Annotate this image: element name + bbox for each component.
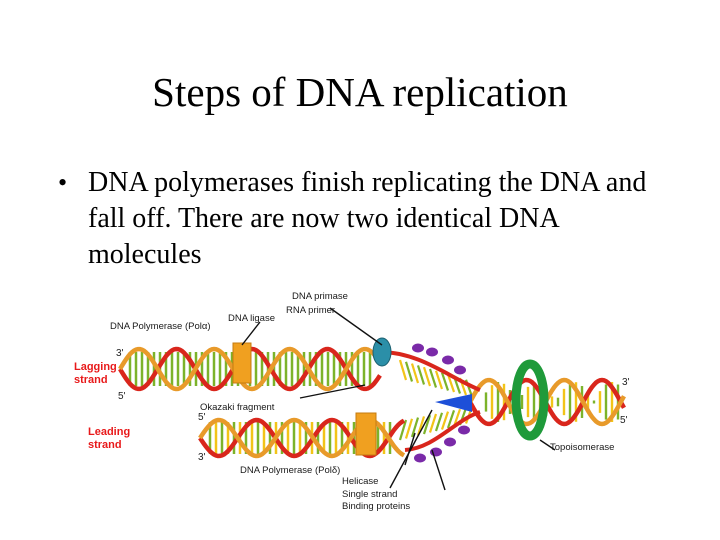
ssb-protein <box>444 437 456 447</box>
dna-replication-diagram: DNA primase RNA primer DNA ligase DNA Po… <box>60 290 640 518</box>
base-pair <box>440 411 450 430</box>
dna-primase-icon <box>372 337 392 367</box>
label-rna-primer: RNA primer <box>286 305 335 316</box>
base-pair <box>434 412 444 432</box>
label-dna-ligase: DNA ligase <box>228 313 275 324</box>
base-pair <box>416 416 426 436</box>
base-pair <box>422 414 432 435</box>
base-pair <box>398 419 408 441</box>
base-pair <box>416 365 426 385</box>
slide-title: Steps of DNA replication <box>152 69 568 115</box>
ssb-protein <box>458 425 470 435</box>
label-dna-polymerase-bottom: DNA Polymerase (Polδ) <box>240 465 340 476</box>
label-topoisomerase: Topoisomerase <box>550 442 614 453</box>
base-pair <box>434 370 444 390</box>
bullet-marker: • <box>58 168 68 197</box>
label-ssb-line2: Binding proteins <box>342 501 410 512</box>
end-lag-top-left: 3' <box>116 348 124 359</box>
label-okazaki-fragment: Okazaki fragment <box>200 402 275 413</box>
base-pair <box>410 363 420 384</box>
label-dna-primase: DNA primase <box>292 291 348 302</box>
base-pair <box>404 418 414 439</box>
ssb-protein <box>430 447 442 457</box>
label-lagging-line1: Lagging <box>74 361 117 373</box>
bullet-text: DNA polymerases finish replicating the D… <box>88 167 647 270</box>
base-pair <box>428 413 438 433</box>
base-pair <box>446 410 456 429</box>
label-leading-line2: strand <box>88 439 122 451</box>
base-pair <box>428 368 438 388</box>
dna-polymerase-leading <box>355 412 377 456</box>
fork-strand-top <box>379 350 481 392</box>
end-lag-bottom-left: 5' <box>118 391 126 402</box>
label-helicase: Helicase <box>342 476 378 487</box>
ssb-protein <box>414 453 426 463</box>
dna-backbone <box>118 346 382 392</box>
helicase-icon <box>435 394 472 412</box>
base-pair <box>446 374 456 393</box>
label-dna-polymerase-top: DNA Polymerase (Polα) <box>110 321 211 332</box>
end-lead-top-left: 5' <box>198 412 206 423</box>
label-leading-line1: Leading <box>88 426 130 438</box>
fork-strand-bottom <box>404 410 481 452</box>
diagram-canvas: DNA primase RNA primer DNA ligase DNA Po… <box>74 291 630 512</box>
ssb-protein <box>412 343 424 353</box>
dna-backbone <box>198 417 406 459</box>
pointer-lines <box>241 307 556 491</box>
label-ssb-line1: Single strand <box>342 489 397 500</box>
base-pair <box>422 366 432 387</box>
end-lead-bottom-left: 3' <box>198 452 206 463</box>
base-pair <box>404 361 414 382</box>
base-pair <box>398 359 408 381</box>
base-pair <box>410 417 420 438</box>
ssb-protein <box>454 365 466 375</box>
topoisomerase-ring <box>511 359 549 441</box>
ssb-protein <box>442 355 454 365</box>
end-right-top: 3' <box>622 377 630 388</box>
dna-polymerase-lagging <box>232 342 252 384</box>
base-pair <box>440 372 450 391</box>
label-lagging-line2: strand <box>74 374 108 386</box>
end-right-bottom: 5' <box>620 415 628 426</box>
ssb-protein <box>426 347 438 357</box>
